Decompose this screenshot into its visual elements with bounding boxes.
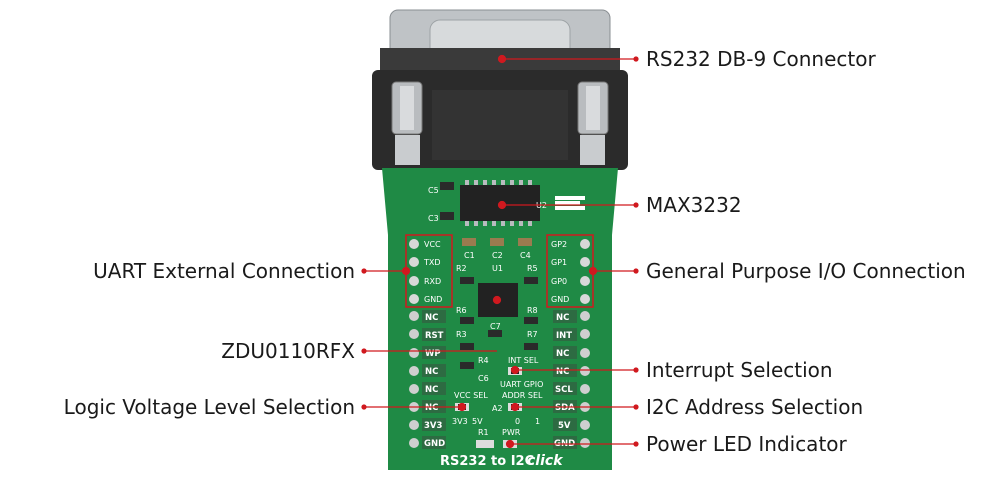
callout-zdu0110rfx: ZDU0110RFX (221, 339, 355, 363)
silk-right-3: GND (551, 295, 569, 304)
silk-left-1: TXD (423, 258, 441, 267)
silk-left-0: VCC (424, 240, 441, 249)
silk-c3: C3 (428, 214, 439, 223)
silk-pwr: PWR (502, 428, 521, 437)
silk-c6: C6 (478, 374, 489, 383)
pin-left-0: NC (425, 313, 438, 323)
pin-left-4: NC (425, 385, 438, 395)
silk-right-0: GP2 (551, 240, 567, 249)
silk-r7: R7 (527, 330, 538, 339)
silk-r6: R6 (456, 306, 467, 315)
silk-uart-gpio: UART GPIO (500, 380, 543, 389)
callout-gpio: General Purpose I/O Connection (646, 259, 966, 283)
silk-int-sel: INT SEL (508, 356, 539, 365)
uart-header (409, 239, 419, 304)
board-name: RS232 to I2C (440, 454, 534, 469)
silk-right-2: GP0 (551, 277, 567, 286)
pin-left-7: GND (424, 439, 445, 449)
callout-uart: UART External Connection (93, 259, 355, 283)
silk-c4: C4 (520, 251, 531, 260)
silk-r3: R3 (456, 330, 467, 339)
silk-left-3: GND (424, 295, 442, 304)
silk-addr-1: 1 (535, 417, 540, 426)
mikrobus-pins-right (580, 311, 590, 448)
pin-right-3: NC (556, 367, 569, 377)
callout-max3232: MAX3232 (646, 193, 742, 217)
pin-right-5: SDA (555, 403, 575, 413)
callout-interrupt: Interrupt Selection (646, 358, 833, 382)
click-logo-icon (555, 196, 585, 210)
pin-right-1: INT (556, 331, 572, 341)
silk-c1: C1 (464, 251, 475, 260)
silk-right-1: GP1 (551, 258, 567, 267)
board-brand: click (527, 453, 564, 469)
silk-u1: U1 (492, 264, 503, 273)
callout-power-led: Power LED Indicator (646, 432, 847, 456)
silk-c2: C2 (492, 251, 503, 260)
pin-right-0: NC (556, 313, 569, 323)
pin-right-4: SCL (555, 385, 573, 395)
gpio-header (580, 239, 590, 304)
silk-r5: R5 (527, 264, 538, 273)
silk-vcc-sel: VCC SEL (454, 391, 488, 400)
callout-connector: RS232 DB-9 Connector (646, 47, 876, 71)
silk-c5: C5 (428, 186, 439, 195)
silk-r1: R1 (478, 428, 489, 437)
silk-r2: R2 (456, 264, 467, 273)
silk-vcc-3v3: 3V3 (452, 417, 468, 426)
db9-connector (372, 9, 628, 170)
pin-left-2: WP (425, 349, 441, 359)
silk-addr-sel: ADDR SEL (502, 391, 543, 400)
silk-left-2: RXD (424, 277, 441, 286)
silk-a2: A2 (492, 404, 503, 413)
pin-left-1: RST (425, 331, 444, 341)
pin-left-3: NC (425, 367, 438, 377)
pin-left-5: NC (425, 403, 438, 413)
pin-right-2: NC (556, 349, 569, 359)
silk-c7: C7 (490, 322, 501, 331)
callout-logic-voltage: Logic Voltage Level Selection (63, 395, 355, 419)
callout-i2c-address: I2C Address Selection (646, 395, 864, 419)
silk-vcc-5v: 5V (472, 417, 483, 426)
silk-r8: R8 (527, 306, 538, 315)
pin-right-6: 5V (558, 421, 571, 431)
pin-left-6: 3V3 (424, 421, 442, 431)
silk-r4: R4 (478, 356, 489, 365)
silk-addr-0: 0 (515, 417, 520, 426)
